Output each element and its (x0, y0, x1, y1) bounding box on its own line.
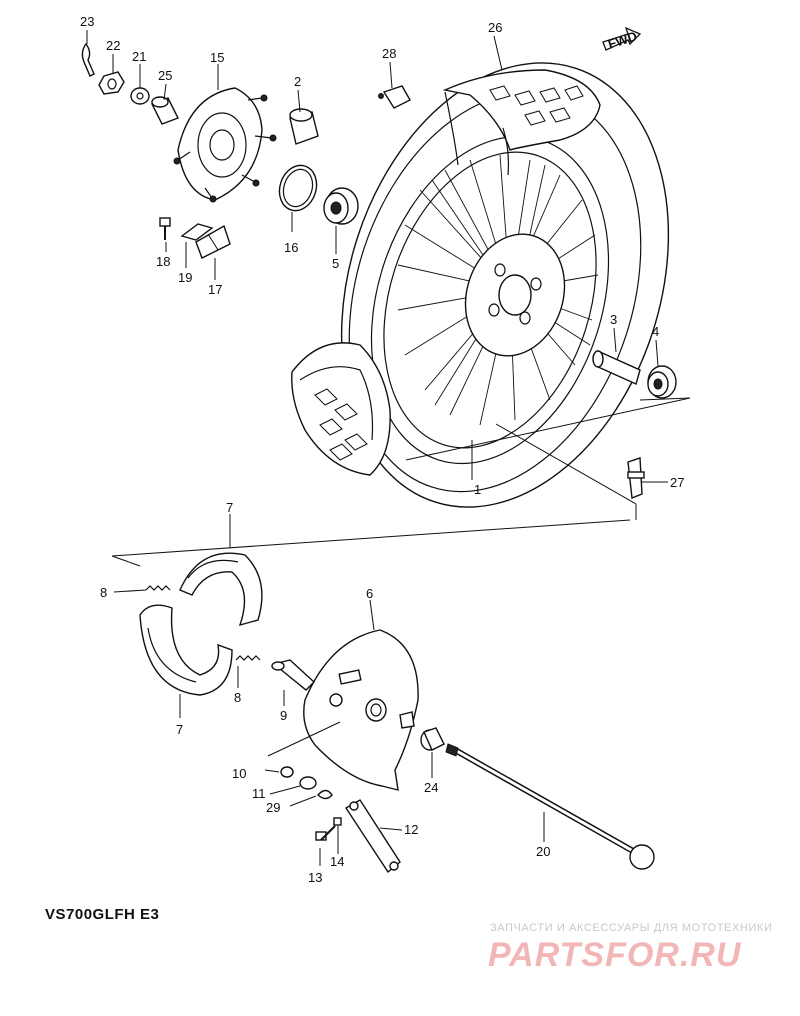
bolt-13 (315, 825, 336, 841)
bolt-18 (159, 217, 171, 240)
callout-9: 9 (280, 708, 287, 723)
fwd-arrow: FWD (602, 26, 642, 52)
callout-23: 23 (80, 14, 94, 29)
callout-8-upper: 8 (100, 585, 107, 600)
brake-panel (303, 629, 419, 791)
washer-small (299, 776, 317, 790)
callout-15: 15 (210, 50, 224, 65)
callout-14: 14 (330, 854, 344, 869)
model-code-label: VS700GLFH E3 (45, 906, 160, 923)
wheel-assembly (291, 62, 670, 508)
o-ring (278, 164, 318, 212)
callout-25: 25 (158, 68, 172, 83)
collar (420, 727, 445, 751)
callout-2: 2 (294, 74, 301, 89)
spring-lower (235, 655, 261, 661)
axle-spacer (592, 350, 641, 385)
callout-22: 22 (106, 38, 120, 53)
callout-28: 28 (382, 46, 396, 61)
leader-lines (86, 30, 691, 866)
brake-shoe-lower (139, 604, 233, 696)
callout-13: 13 (308, 870, 322, 885)
callout-1: 1 (474, 482, 481, 497)
seal (317, 789, 333, 800)
callout-6: 6 (366, 586, 373, 601)
callout-3: 3 (610, 312, 617, 327)
callout-labels: 1 2 3 4 5 6 7 7 8 8 9 10 11 12 13 14 15 … (80, 14, 684, 885)
callout-11: 11 (252, 786, 266, 801)
callout-20: 20 (536, 844, 550, 859)
nut-14 (333, 817, 342, 826)
callout-27: 27 (670, 475, 684, 490)
washer (130, 87, 150, 105)
watermark-caption: ЗАПЧАСТИ И АКСЕССУАРЫ ДЛЯ МОТОТЕХНИКИ (490, 922, 773, 934)
valve-stem (627, 457, 645, 499)
brake-cam (271, 659, 316, 691)
spring-upper (145, 585, 171, 591)
plate-17 (195, 224, 231, 259)
bearing (323, 187, 359, 225)
callout-21: 21 (132, 49, 146, 64)
callout-4: 4 (652, 324, 659, 339)
callout-17: 17 (208, 282, 222, 297)
callout-18: 18 (156, 254, 170, 269)
callout-7-upper: 7 (226, 500, 233, 515)
lock-plate (180, 223, 214, 241)
o-ring-small (280, 766, 294, 778)
clip (378, 85, 411, 109)
callout-19: 19 (178, 270, 192, 285)
wheel-bearing (647, 365, 677, 399)
castle-nut (98, 71, 125, 95)
watermark-logo: PARTSFOR.RU (488, 936, 742, 974)
axle (445, 743, 655, 870)
spacer (151, 96, 179, 125)
damper (289, 108, 319, 145)
callout-7-lower: 7 (176, 722, 183, 737)
callout-12: 12 (404, 822, 418, 837)
fwd-label: FWD (606, 28, 639, 51)
callout-29: 29 (266, 800, 280, 815)
brake-arm (345, 799, 401, 874)
callout-24: 24 (424, 780, 438, 795)
callout-5: 5 (332, 256, 339, 271)
cotter-pin (81, 42, 95, 77)
callout-26: 26 (488, 20, 502, 35)
callout-8-lower: 8 (234, 690, 241, 705)
hub-drum (173, 87, 277, 203)
brake-shoe-upper (179, 552, 263, 627)
callout-10: 10 (232, 766, 246, 781)
callout-16: 16 (284, 240, 298, 255)
